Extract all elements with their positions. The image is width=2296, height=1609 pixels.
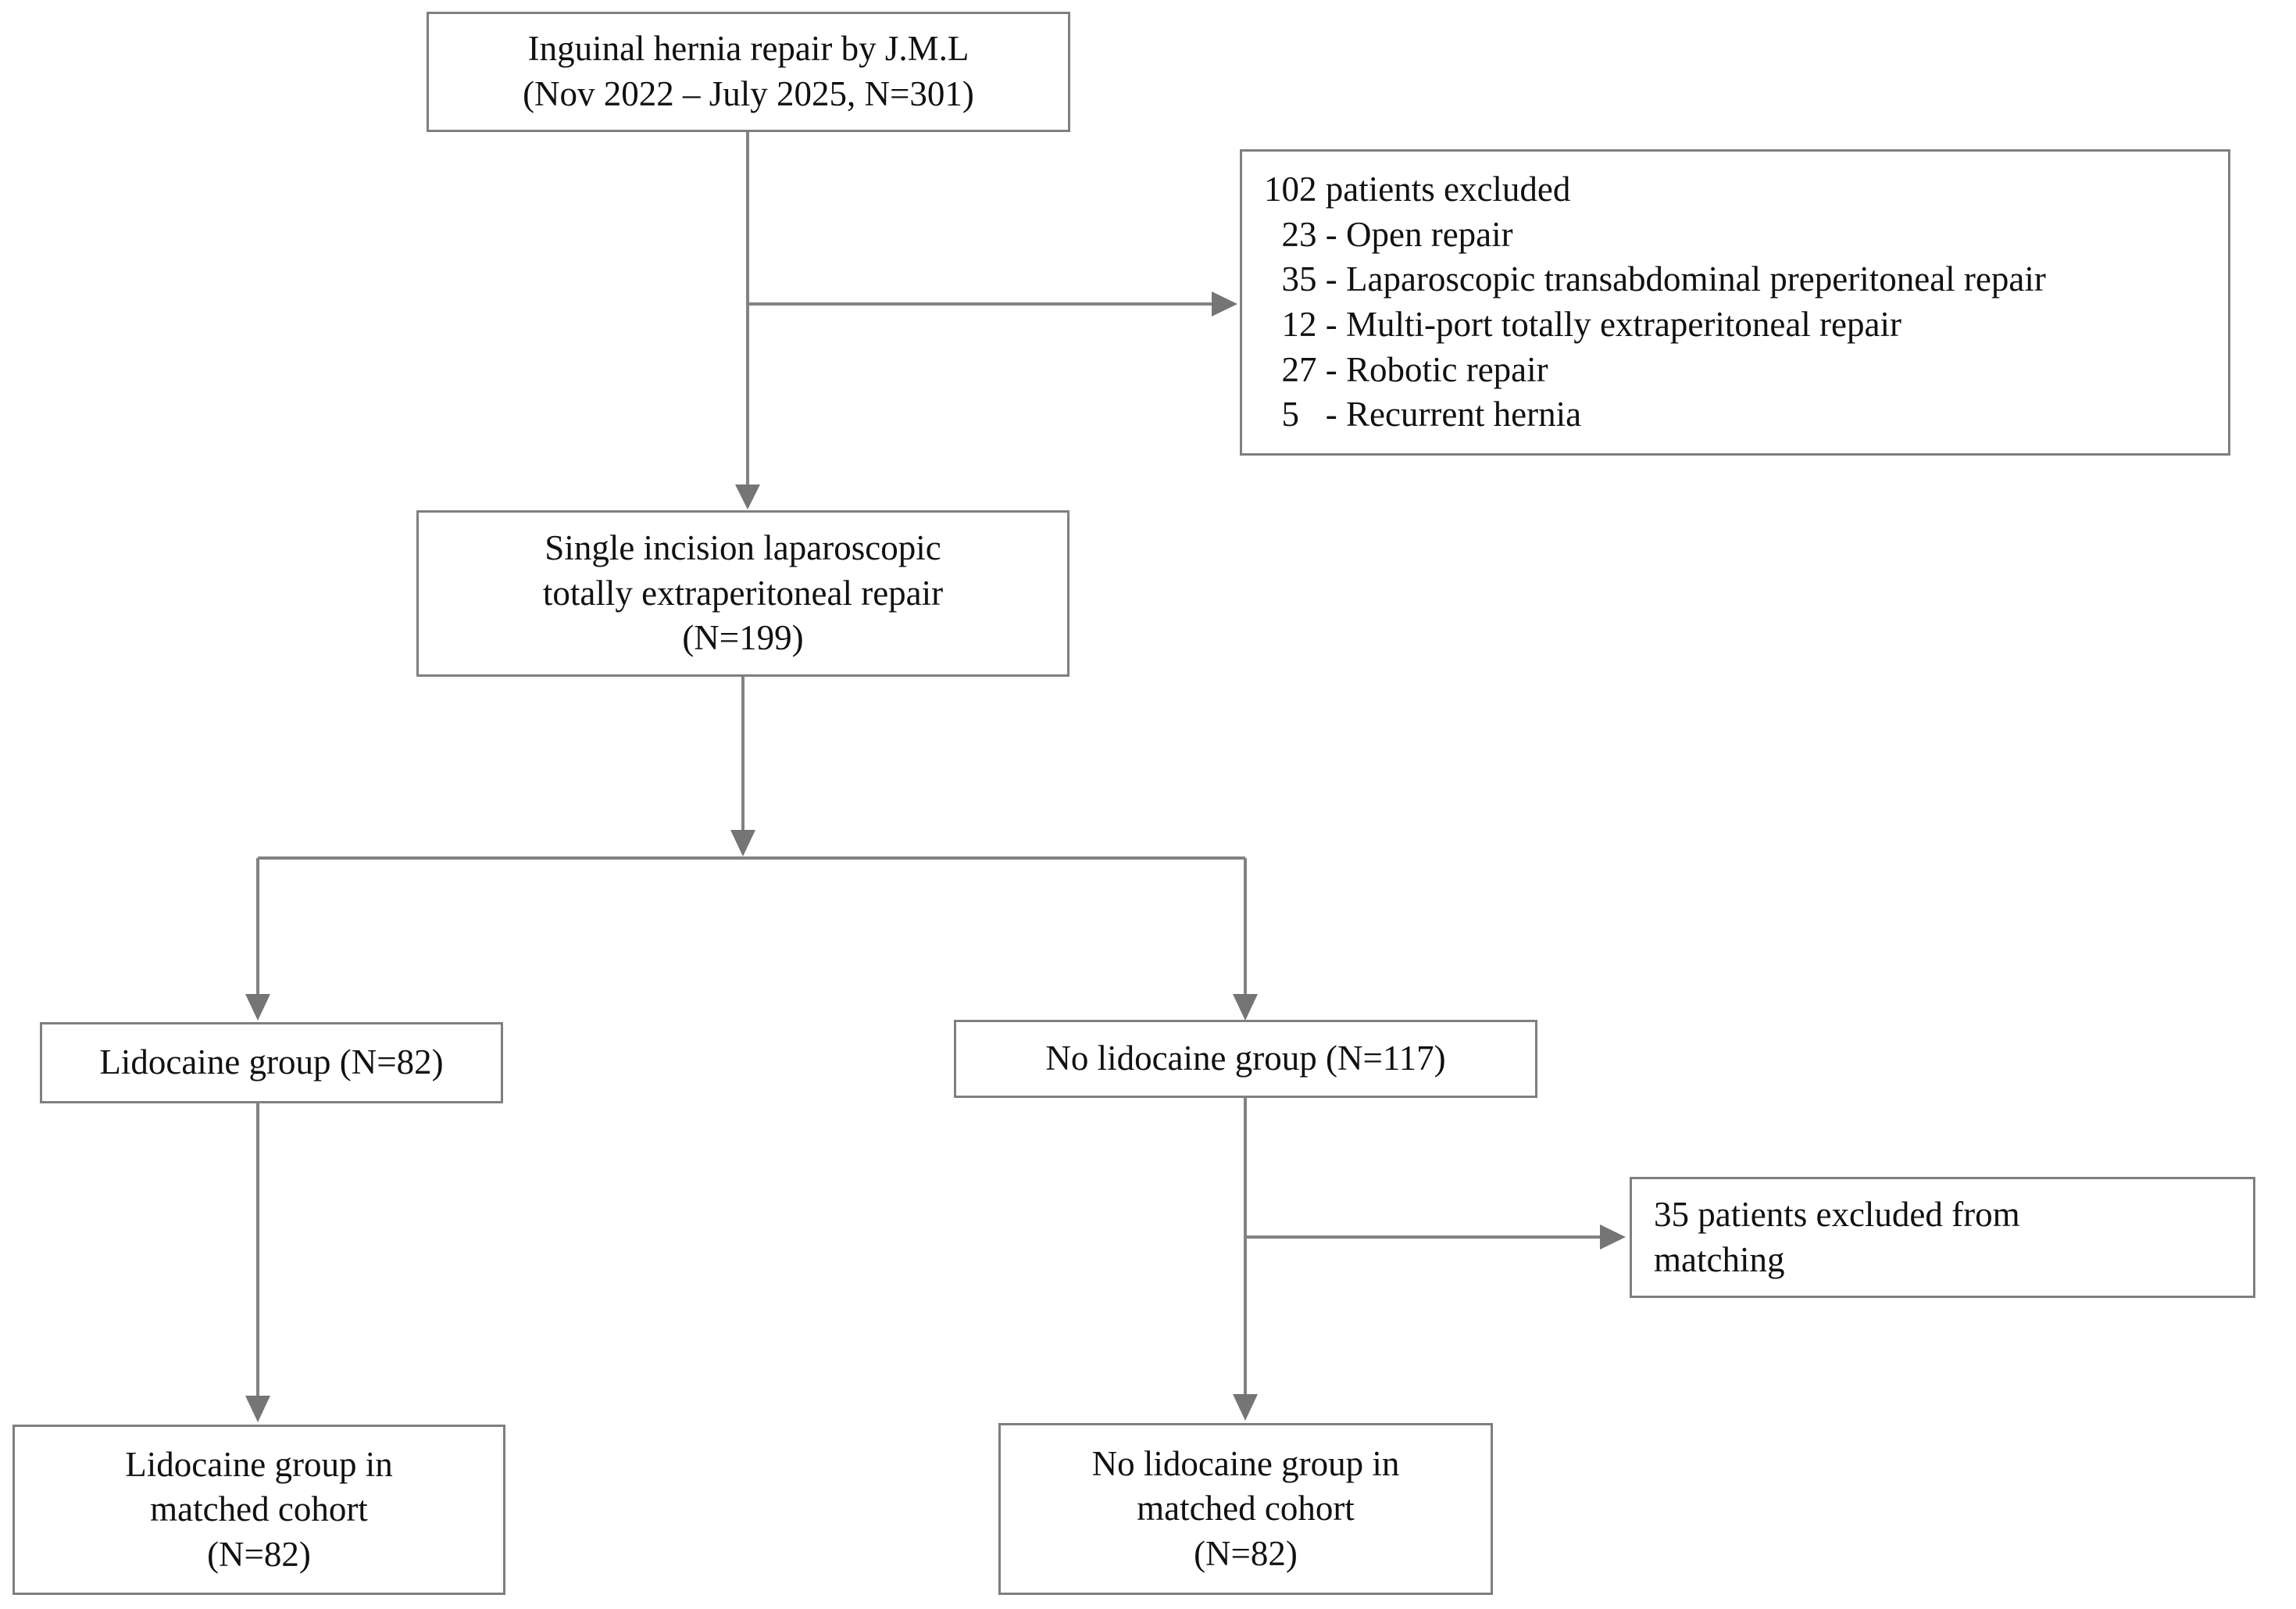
box-text-line: matching: [1654, 1239, 1785, 1279]
box-text-line: Inguinal hernia repair by J.M.L: [527, 29, 969, 69]
arrowhead-into-excluded: [1212, 291, 1237, 316]
box-inguinal-hernia-repair: Inguinal hernia repair by J.M.L (Nov 202…: [427, 12, 1070, 132]
arrowhead-into-no-lidocaine-matched: [1233, 1394, 1258, 1421]
box-text-line: matched cohort: [150, 1489, 368, 1529]
box-text-line: (Nov 2022 – July 2025, N=301): [523, 74, 974, 113]
box-excluded-from-matching: 35 patients excluded from matching: [1630, 1177, 2255, 1298]
excluded-line: 27 - Robotic repair: [1264, 349, 1548, 389]
excluded-line: 12 - Multi-port totally extraperitoneal …: [1264, 305, 1901, 344]
arrowhead-into-matching-excluded: [1600, 1225, 1626, 1250]
box-text-line: matched cohort: [1137, 1489, 1355, 1529]
box-text-line: Lidocaine group (N=82): [99, 1042, 444, 1082]
arrowhead-into-single: [735, 484, 760, 510]
box-no-lidocaine-matched-cohort: No lidocaine group in matched cohort (N=…: [998, 1423, 1493, 1595]
arrowhead-into-lidocaine: [245, 994, 270, 1021]
arrowhead-into-lidocaine-matched: [245, 1396, 270, 1422]
box-text-line: No lidocaine group (N=117): [1045, 1039, 1446, 1078]
box-text-line: Single incision laparoscopic: [545, 528, 941, 568]
box-patients-excluded: 102 patients excluded 23 - Open repair 3…: [1240, 149, 2230, 456]
arrowhead-into-no-lidocaine: [1233, 994, 1258, 1021]
excluded-line: 23 - Open repair: [1264, 214, 1513, 254]
box-text-line: 35 patients excluded from: [1654, 1194, 2020, 1234]
box-lidocaine-group: Lidocaine group (N=82): [40, 1022, 503, 1103]
box-single-incision-repair: Single incision laparoscopic totally ext…: [416, 510, 1069, 677]
box-text-line: (N=82): [1194, 1533, 1298, 1573]
box-text-line: Lidocaine group in: [125, 1444, 393, 1484]
excluded-line: 102 patients excluded: [1264, 170, 1571, 209]
arrowhead-onto-split: [730, 830, 755, 856]
box-text-line: (N=82): [207, 1534, 311, 1574]
box-no-lidocaine-group: No lidocaine group (N=117): [954, 1020, 1537, 1098]
box-text-line: (N=199): [682, 618, 804, 658]
box-text-line: totally extraperitoneal repair: [542, 573, 944, 613]
excluded-line: 5 - Recurrent hernia: [1264, 395, 1582, 434]
excluded-line: 35 - Laparoscopic transabdominal preperi…: [1264, 259, 2046, 299]
box-lidocaine-matched-cohort: Lidocaine group in matched cohort (N=82): [12, 1425, 505, 1595]
box-text-line: No lidocaine group in: [1091, 1443, 1400, 1483]
